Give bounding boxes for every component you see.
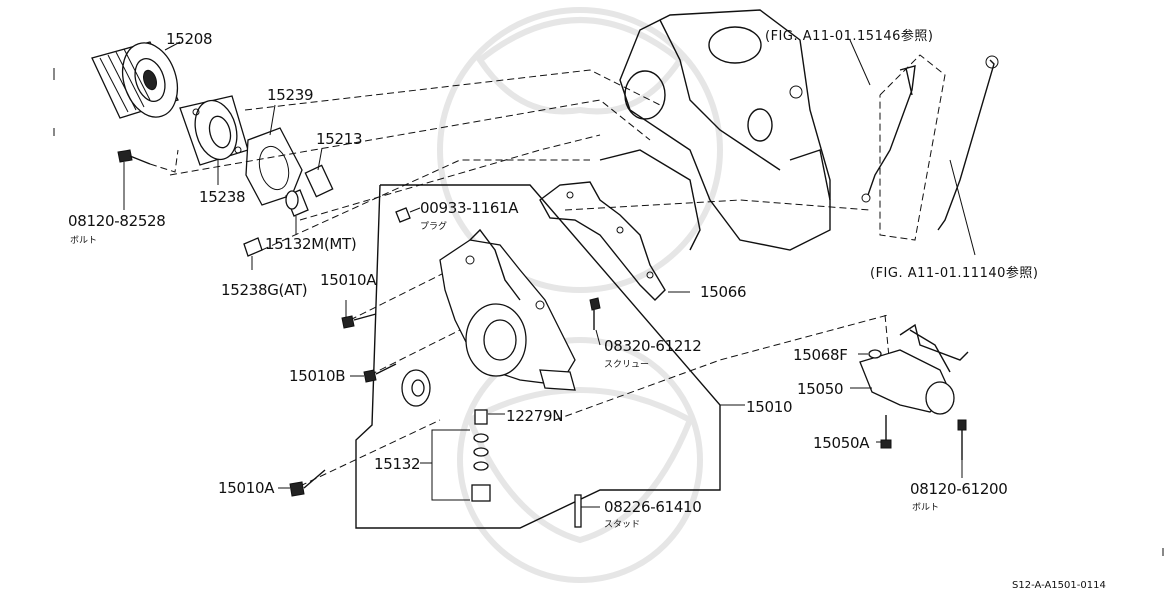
- label-15132M[interactable]: 15132M(MT): [265, 235, 357, 253]
- bracket-15132: [431, 429, 470, 501]
- label-15068F[interactable]: 15068F: [793, 346, 848, 364]
- bolt-15050A[interactable]: [880, 415, 892, 449]
- oil-seal-12279N[interactable]: [401, 369, 431, 407]
- label-12279N[interactable]: 12279N: [506, 407, 564, 425]
- filter-bracket-15238[interactable]: [179, 95, 249, 166]
- label-15010B[interactable]: 15010B: [289, 367, 346, 385]
- label-15208[interactable]: 15208: [166, 30, 213, 48]
- relief-valve-parts-15132[interactable]: [471, 409, 491, 502]
- screw-08320-61212[interactable]: [589, 297, 601, 330]
- engine-block: [599, 9, 831, 251]
- relief-valve-15213[interactable]: [304, 164, 334, 198]
- label-15238G[interactable]: 15238G(AT): [221, 281, 308, 299]
- gasket-15066[interactable]: [539, 181, 666, 301]
- oil-filter-15208[interactable]: [91, 36, 186, 124]
- leader-08320: [595, 329, 601, 346]
- bolt-15010B[interactable]: [363, 363, 397, 383]
- oil-pump-body-15010[interactable]: [439, 228, 576, 391]
- label-15010A-bottom[interactable]: 15010A: [218, 479, 275, 497]
- sublabel-plug-00933: プラグ: [420, 222, 448, 232]
- label-15239[interactable]: 15239: [267, 86, 314, 104]
- bolt-08120-61200[interactable]: [957, 419, 967, 460]
- bolt-08120-82528[interactable]: [117, 149, 151, 165]
- bolt-15010A-bottom[interactable]: [289, 469, 326, 497]
- cap-15238G[interactable]: [243, 237, 263, 257]
- label-00933-1161A[interactable]: 00933-1161A: [420, 199, 519, 217]
- scan-marks: [53, 68, 1164, 556]
- leader-15239: [269, 104, 276, 136]
- label-15066[interactable]: 15066: [700, 283, 747, 301]
- plug-00933-1161A[interactable]: [395, 207, 411, 223]
- bolt-15010A-top[interactable]: [341, 313, 377, 329]
- label-15010[interactable]: 15010: [746, 398, 793, 416]
- oil-strainer-15050[interactable]: [859, 323, 969, 415]
- leader-15213: [317, 147, 323, 171]
- label-15050A[interactable]: 15050A: [813, 434, 870, 452]
- sublabel-screw-08320: スクリュー: [604, 360, 650, 370]
- dipstick-guide[interactable]: [861, 54, 946, 241]
- label-08226-61410[interactable]: 08226-61410: [604, 498, 702, 516]
- leader-ref-top: [849, 39, 871, 86]
- sleeve-15132M[interactable]: [285, 189, 309, 217]
- leader-15208: [164, 41, 181, 51]
- sublabel-bolt-08120-82528: ボルト: [70, 236, 98, 246]
- diagram-code: S12-A-A1501-0114: [1012, 580, 1106, 591]
- label-08320-61212[interactable]: 08320-61212: [604, 337, 702, 355]
- leader-ref-bottom: [949, 159, 976, 256]
- label-08120-82528[interactable]: 08120-82528: [68, 212, 166, 230]
- reference-fig-11140[interactable]: (FIG. A11-01.11140参照): [870, 266, 1039, 281]
- label-15132[interactable]: 15132: [374, 455, 421, 473]
- stud-08226-61410[interactable]: [574, 494, 582, 528]
- o-ring-15068F[interactable]: [868, 349, 882, 359]
- label-15238[interactable]: 15238: [199, 188, 246, 206]
- label-15010A-top[interactable]: 15010A: [320, 271, 377, 289]
- label-15050[interactable]: 15050: [797, 380, 844, 398]
- leader-00933: [409, 207, 421, 213]
- label-08120-61200[interactable]: 08120-61200: [910, 480, 1008, 498]
- dipstick[interactable]: [937, 55, 999, 231]
- sublabel-stud-08226: スタッド: [604, 520, 641, 530]
- oil-pump-group-outline: [355, 184, 721, 529]
- sublabel-bolt-08120-61200: ボルト: [912, 503, 940, 513]
- label-15213[interactable]: 15213: [316, 130, 363, 148]
- reference-fig-15146[interactable]: (FIG. A11-01.15146参照): [765, 29, 934, 44]
